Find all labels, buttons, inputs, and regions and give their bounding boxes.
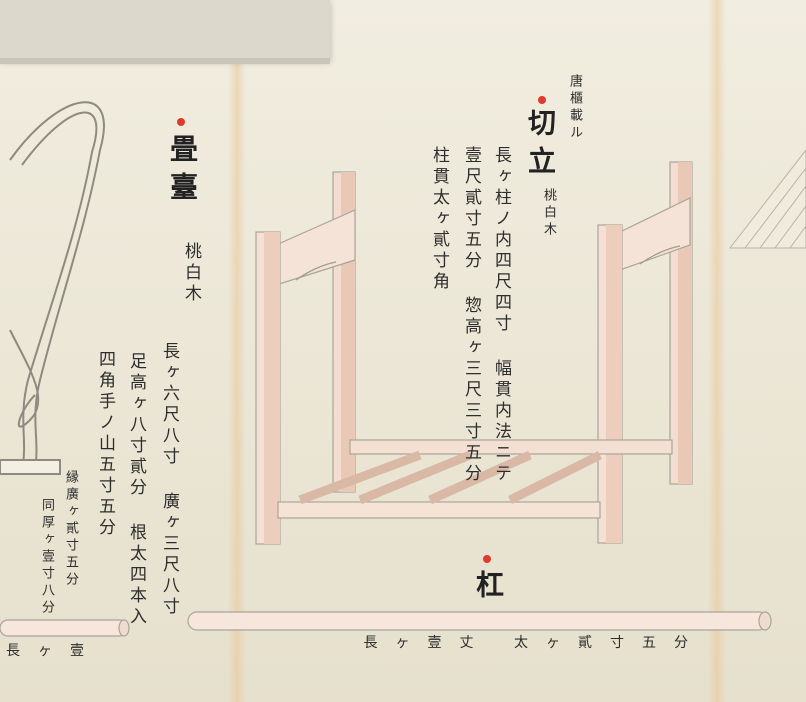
left-item-material: 桃白木 [181, 242, 201, 305]
pole-caption: 長ヶ壹丈 太ヶ貳寸五分 [363, 635, 706, 651]
center-item-label: 唐櫃載ル [567, 74, 582, 142]
kiritate-stand [255, 161, 693, 545]
center-item-dims-3: 柱貫太ヶ貳寸角 [429, 146, 449, 293]
center-item-dims-1: 長ヶ柱ノ内四尺四寸 幅貫内法ニテ [491, 146, 511, 485]
left-item-dims-2: 足高ヶ八寸貳分 根太四本入 [126, 352, 146, 628]
left-item-dims-3: 四角手ノ山五寸五分 [95, 350, 115, 539]
hatched-roof [728, 149, 806, 249]
red-dot-marker [483, 555, 491, 563]
left-item-title: 畳臺 [166, 134, 199, 210]
rope-illustration [0, 101, 105, 475]
fold-line [708, 0, 726, 702]
left-pole-caption: 長ヶ壹 [6, 643, 102, 659]
center-item-material: 桃白木 [541, 188, 556, 239]
pole [0, 611, 772, 637]
red-dot-marker [538, 96, 546, 104]
left-item-dims-1: 長ヶ六尺八寸 廣ヶ三尺八寸 [159, 342, 179, 618]
pole-title: 杠 [472, 570, 505, 608]
left-item-dims-5: 同厚ヶ壹寸八分 [39, 498, 54, 617]
fold-line [228, 0, 246, 702]
center-item-title: 切立 [524, 108, 557, 184]
red-dot-marker [177, 118, 185, 126]
center-item-dims-2: 壹尺貳寸五分 惣高ヶ三尺三寸五分 [461, 146, 481, 485]
left-item-dims-4: 縁廣ヶ貳寸五分 [63, 470, 78, 589]
mounted-paper-strip [0, 0, 330, 64]
